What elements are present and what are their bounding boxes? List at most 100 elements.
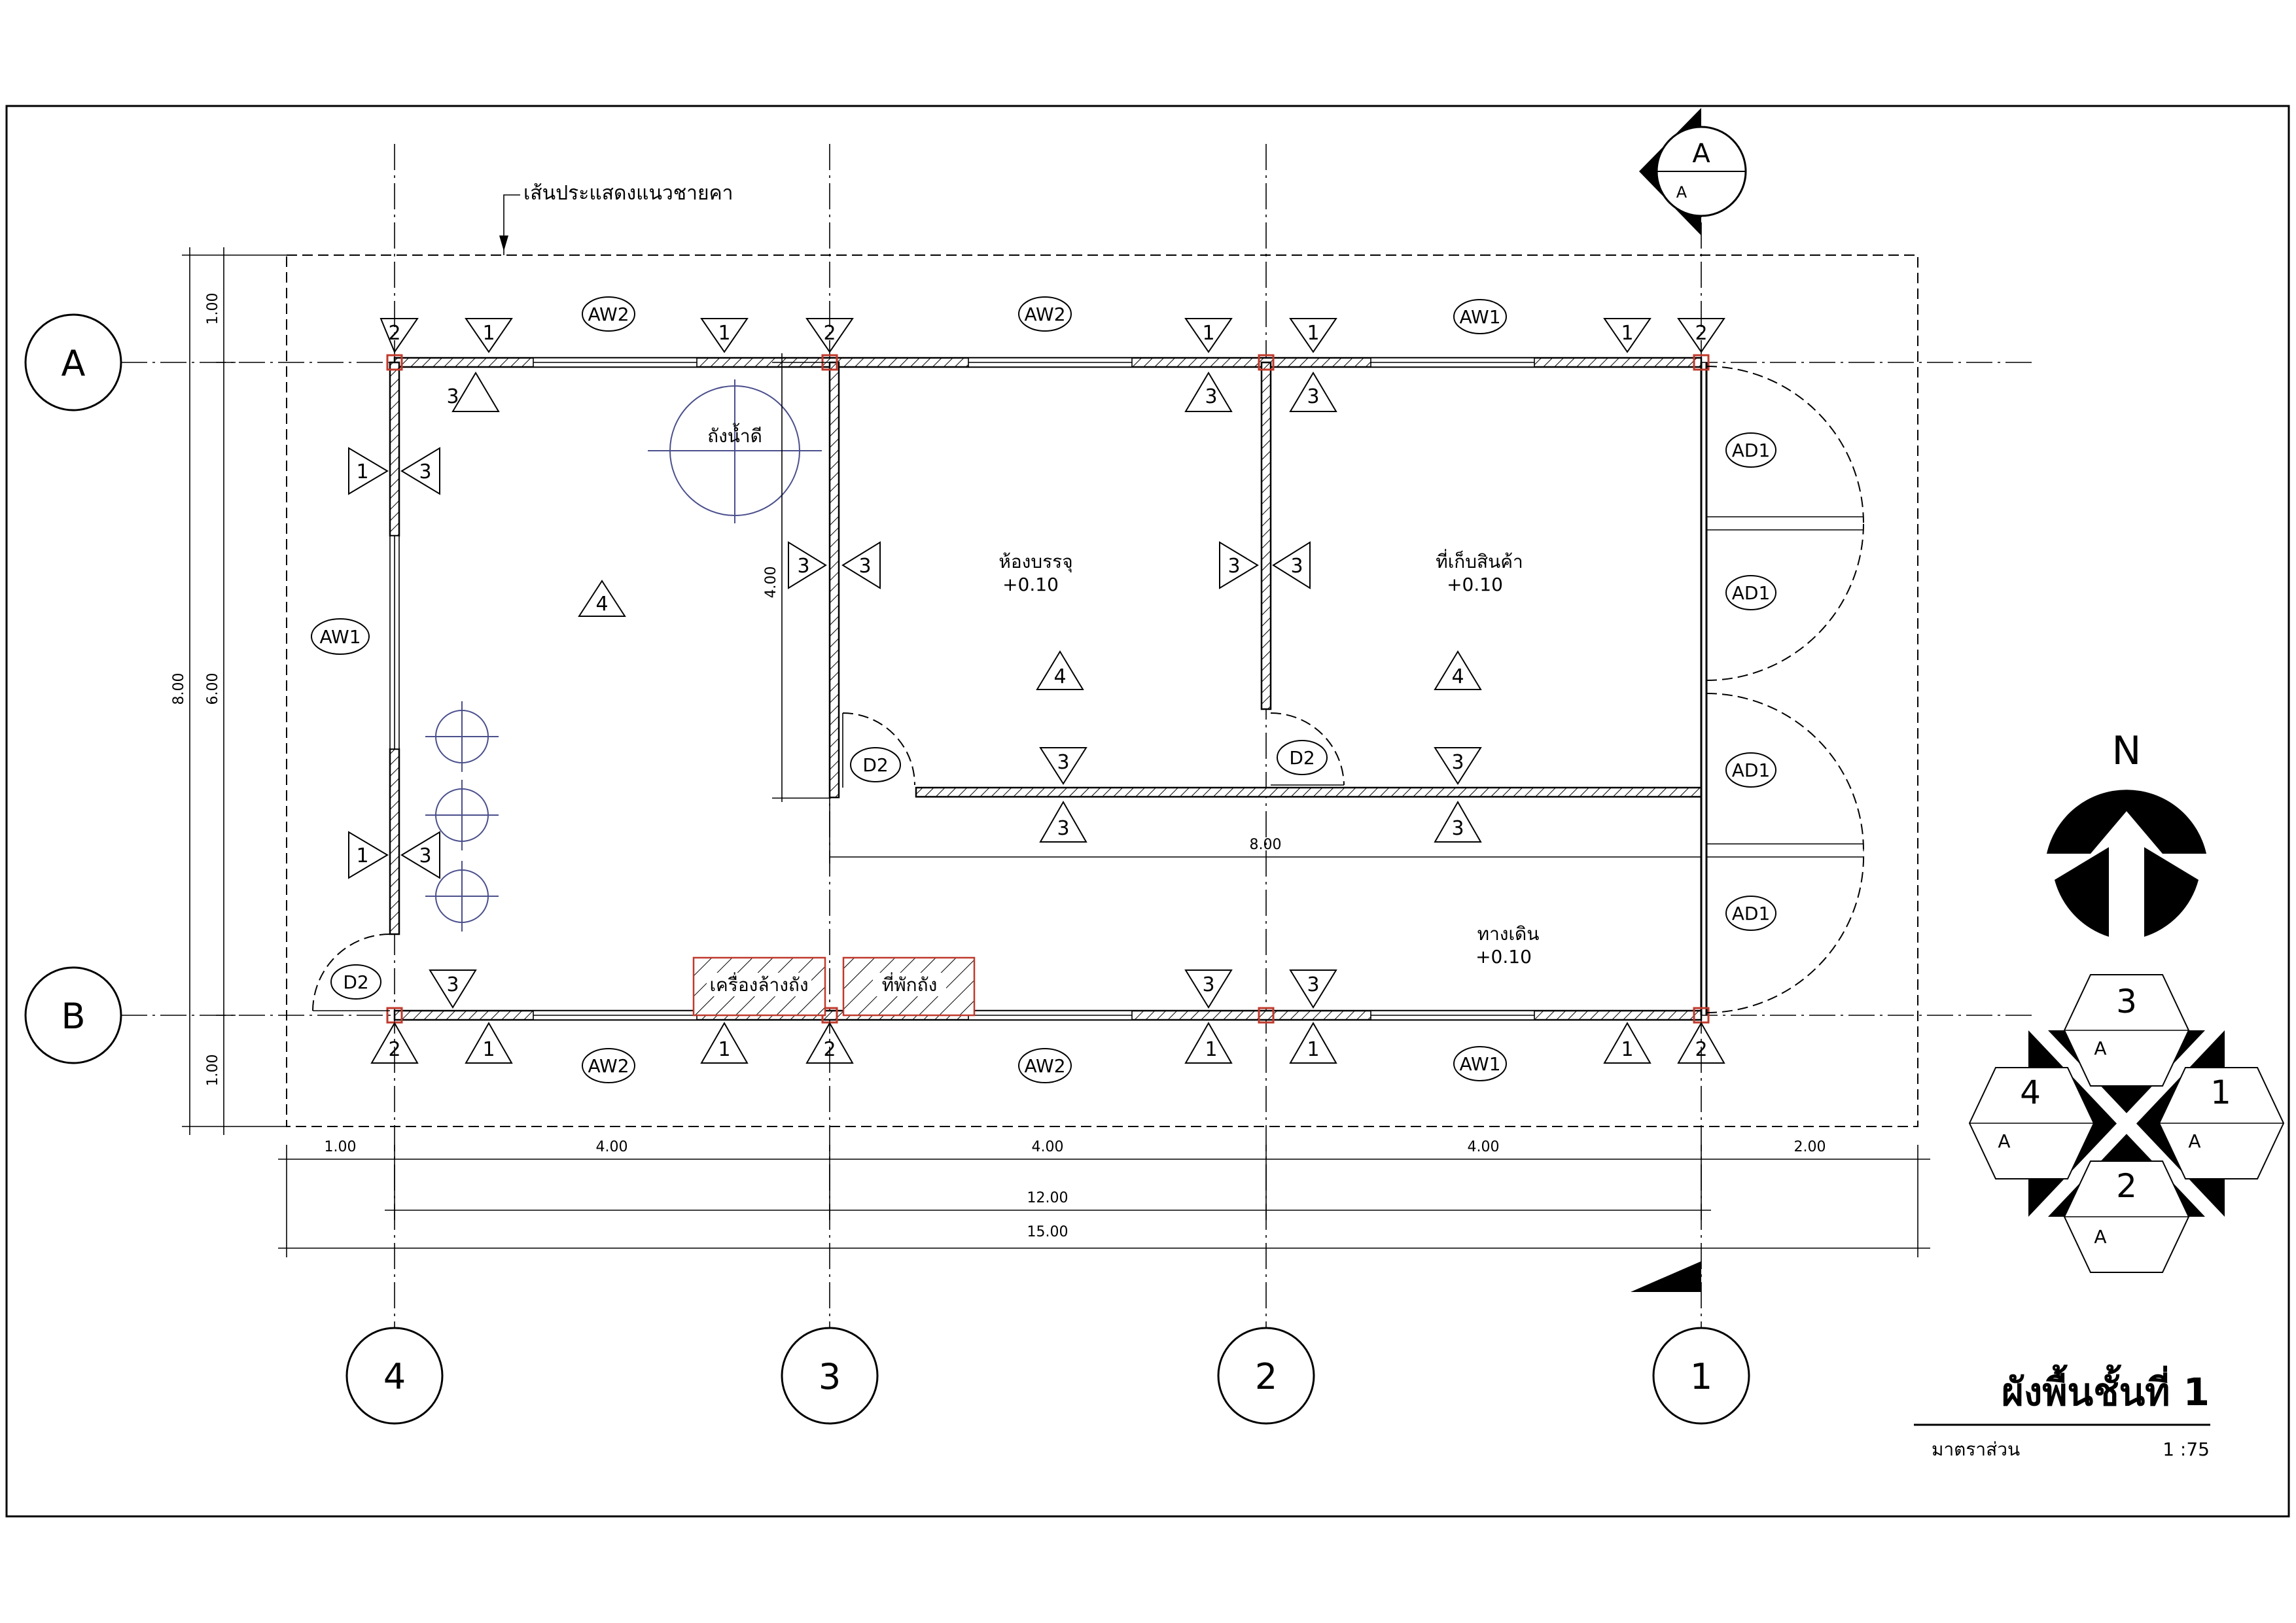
svg-text:4: 4 [383, 1356, 406, 1397]
svg-text:D2: D2 [1289, 747, 1315, 769]
grid-bubble-b: B [24, 966, 122, 1064]
elevation-markers: 2 1 1 2 1 1 1 2 3 3 3 2 1 1 2 1 1 1 2 3 … [348, 318, 1725, 1064]
svg-text:4.00: 4.00 [763, 567, 779, 599]
svg-text:1: 1 [1307, 1038, 1319, 1061]
grid-bubble-a: A [24, 313, 122, 411]
key-plan: 3 A 4 A 1 A 2 A [1968, 974, 2285, 1273]
svg-text:1: 1 [482, 1038, 495, 1061]
sheet-border [5, 105, 2290, 1518]
svg-text:1: 1 [1690, 1356, 1712, 1397]
svg-text:AW2: AW2 [1024, 1055, 1065, 1077]
svg-text:A: A [2188, 1130, 2200, 1152]
svg-text:3: 3 [1307, 973, 1319, 996]
svg-text:2: 2 [1695, 322, 1707, 345]
svg-text:4: 4 [1451, 665, 1464, 688]
windows [389, 357, 1535, 1021]
svg-text:+0.10: +0.10 [1002, 574, 1059, 595]
grid-bubble-1: 1 [1652, 1327, 1750, 1425]
svg-text:+0.10: +0.10 [1447, 574, 1503, 595]
room-label-walkway: ทางเดิน +0.10 [1475, 923, 1539, 968]
svg-text:3: 3 [1205, 385, 1217, 408]
washer-area: เครื่องล้างถัง [692, 956, 826, 1017]
svg-text:4.00: 4.00 [596, 1139, 628, 1155]
svg-text:A: A [1676, 183, 1687, 201]
svg-text:1: 1 [718, 1038, 730, 1061]
svg-text:ห้องบรรจุ: ห้องบรรจุ [998, 551, 1072, 573]
scale-value: 1 :75 [2163, 1439, 2210, 1460]
room-label-packing: ห้องบรรจุ +0.10 [998, 551, 1072, 595]
door-tags: AD1 AD1 AD1 AD1 D2 D2 D2 [330, 432, 1776, 1000]
water-tank-label: ถังน้ำดี [707, 423, 762, 447]
svg-text:8.00: 8.00 [1250, 837, 1282, 853]
rest-label: ที่พักถัง [882, 972, 938, 996]
svg-text:+0.10: +0.10 [1475, 946, 1532, 968]
svg-text:2: 2 [2116, 1167, 2137, 1205]
svg-text:AW1: AW1 [1459, 306, 1500, 328]
grid-bubble-4: 4 [345, 1327, 444, 1425]
svg-text:3: 3 [858, 555, 871, 578]
svg-text:3: 3 [1290, 555, 1303, 578]
window-tags: AW2 AW2 AW1 AW1 AW2 AW2 AW1 [311, 296, 1507, 1083]
svg-text:1: 1 [482, 322, 495, 345]
section-cut-bottom [1631, 1261, 1701, 1292]
svg-text:3: 3 [1057, 817, 1069, 840]
svg-text:AW1: AW1 [319, 626, 361, 648]
svg-text:4.00: 4.00 [1032, 1139, 1064, 1155]
eave-note-text: เส้นประแสดงแนวชายคา [523, 182, 733, 205]
svg-text:1: 1 [356, 845, 368, 867]
svg-text:3: 3 [1057, 751, 1069, 774]
svg-text:AD1: AD1 [1732, 903, 1771, 924]
svg-text:A: A [2094, 1226, 2106, 1248]
svg-text:1: 1 [2210, 1073, 2231, 1111]
rest-area: ที่พักถัง [842, 956, 976, 1017]
north-arrow: N [2047, 728, 2206, 937]
svg-text:3: 3 [2116, 983, 2137, 1021]
svg-text:1: 1 [356, 461, 368, 483]
door-swings [312, 366, 1865, 1013]
svg-text:1.00: 1.00 [205, 1055, 221, 1087]
svg-text:4: 4 [595, 593, 608, 616]
room-label-storage: ที่เก็บสินค้า +0.10 [1436, 549, 1523, 595]
svg-text:N: N [2112, 728, 2142, 774]
svg-text:6.00: 6.00 [205, 673, 221, 705]
svg-text:12.00: 12.00 [1027, 1190, 1069, 1206]
svg-text:B: B [61, 996, 85, 1037]
svg-text:4: 4 [2020, 1073, 2041, 1111]
dimensions-bottom: 1.00 4.00 4.00 4.00 2.00 12.00 15.00 [278, 1139, 1930, 1257]
svg-text:1: 1 [1307, 322, 1319, 345]
svg-text:ที่เก็บสินค้า: ที่เก็บสินค้า [1436, 549, 1523, 572]
eave-note: เส้นประแสดงแนวชายคา [499, 182, 733, 255]
svg-text:3: 3 [1451, 817, 1464, 840]
svg-text:1.00: 1.00 [205, 293, 221, 325]
svg-text:4.00: 4.00 [1468, 1139, 1500, 1155]
svg-text:2.00: 2.00 [1794, 1139, 1826, 1155]
svg-text:A: A [2094, 1038, 2106, 1059]
svg-text:3: 3 [1451, 751, 1464, 774]
svg-text:A: A [62, 343, 86, 384]
svg-text:AD1: AD1 [1732, 759, 1771, 781]
svg-text:3: 3 [446, 385, 459, 408]
svg-text:ทางเดิน: ทางเดิน [1477, 923, 1540, 945]
title-block: ผังพื้นชั้นที่ 1 มาตราส่วน 1 :75 [1914, 1365, 2210, 1460]
svg-text:A: A [1692, 139, 1710, 169]
svg-text:AD1: AD1 [1732, 582, 1771, 604]
svg-text:1: 1 [1202, 322, 1214, 345]
svg-text:AW2: AW2 [1024, 304, 1065, 325]
svg-text:2: 2 [388, 322, 400, 345]
svg-text:1.00: 1.00 [325, 1139, 357, 1155]
water-tank: ถังน้ำดี [648, 379, 822, 523]
svg-text:2: 2 [1695, 1038, 1707, 1061]
svg-text:3: 3 [819, 1356, 841, 1397]
svg-text:2: 2 [1255, 1356, 1277, 1397]
svg-text:1: 1 [1621, 1038, 1633, 1061]
section-marker: A A [1639, 108, 1747, 236]
svg-text:3: 3 [1307, 385, 1319, 408]
eave-line [286, 254, 1918, 1127]
svg-text:AD1: AD1 [1732, 440, 1771, 461]
svg-text:1: 1 [718, 322, 730, 345]
svg-text:15.00: 15.00 [1027, 1224, 1069, 1240]
grid-bubble-3: 3 [781, 1327, 879, 1425]
svg-text:4: 4 [1053, 665, 1066, 688]
svg-text:D2: D2 [862, 754, 888, 776]
